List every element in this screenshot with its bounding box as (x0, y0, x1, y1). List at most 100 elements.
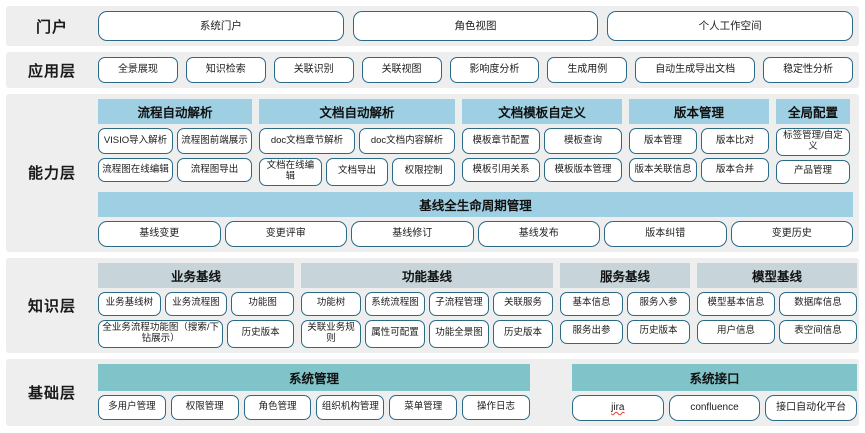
capability-group-0: 流程自动解析 VISIO导入解析 流程图前端展示 流程图在线编辑 流程图导出 (98, 99, 252, 186)
knowledge-cell-0-0-1[interactable]: 业务流程图 (164, 291, 228, 316)
capability-cell-2-0-0[interactable]: 模板章节配置 (462, 128, 540, 154)
foundation-column-1-title: 系统接口 (572, 363, 857, 391)
capability-cell-2-0-1[interactable]: 模板查询 (544, 128, 622, 154)
capability-group-2: 文档模板自定义 模板章节配置 模板查询 模板引用关系 模板版本管理 (462, 99, 622, 186)
knowledge-group-0: 业务基线 业务基线树 业务流程图 功能图 全业务流程功能图（搜索/下钻展示） 历… (98, 262, 295, 348)
knowledge-cell-2-1-0[interactable]: 服务出参 (560, 319, 623, 344)
capability-group-3: 版本管理 版本管理 版本比对 版本关联信息 版本合并 (629, 99, 769, 186)
knowledge-group-3: 模型基线 模型基本信息 数据库信息 用户信息 表空间信息 (697, 262, 857, 348)
portal-item-0[interactable]: 系统门户 (98, 11, 344, 41)
capability-cell-1-1-1[interactable]: 文档导出 (325, 158, 389, 186)
knowledge-group-1: 功能基线 功能树 系统流程图 子流程管理 关联服务 关联业务规则 属性可配置 功… (301, 262, 553, 348)
knowledge-cell-0-0-2[interactable]: 功能图 (231, 291, 295, 316)
knowledge-cell-3-0-0[interactable]: 模型基本信息 (697, 291, 775, 316)
application-item-3[interactable]: 关联视图 (361, 57, 442, 83)
knowledge-group-0-title: 业务基线 (98, 262, 294, 288)
capability-cell-3-1-1[interactable]: 版本合并 (701, 158, 769, 182)
capability-group-0-title: 流程自动解析 (98, 99, 252, 124)
knowledge-cell-1-1-2[interactable]: 功能全景图 (429, 319, 489, 348)
knowledge-cell-1-1-0[interactable]: 关联业务规则 (301, 319, 361, 348)
baseline-lifecycle-item-3[interactable]: 基线发布 (477, 220, 600, 247)
row-label-application: 应用层 (27, 62, 76, 80)
row-portal: 门户 系统门户 角色视图 个人工作空间 (6, 6, 859, 46)
knowledge-cell-1-0-0[interactable]: 功能树 (301, 291, 361, 316)
portal-items: 系统门户 角色视图 个人工作空间 (98, 11, 854, 41)
row-knowledge: 知识层 业务基线 业务基线树 业务流程图 功能图 全业务流程功能图（搜索/下钻展… (6, 257, 859, 353)
knowledge-groups: 业务基线 业务基线树 业务流程图 功能图 全业务流程功能图（搜索/下钻展示） 历… (98, 262, 857, 348)
row-label-knowledge: 知识层 (27, 297, 76, 315)
capability-group-4: 全局配置 标签管理/自定义 产品管理 (776, 99, 850, 186)
portal-item-1[interactable]: 角色视图 (352, 11, 599, 41)
baseline-lifecycle-item-5[interactable]: 变更历史 (730, 220, 853, 247)
capability-group-1-title: 文档自动解析 (259, 99, 455, 124)
knowledge-cell-3-1-0[interactable]: 用户信息 (697, 319, 775, 344)
capability-cell-1-0-1[interactable]: doc文档内容解析 (359, 128, 455, 154)
foundation-item-0-1[interactable]: 权限管理 (170, 394, 239, 420)
knowledge-cell-3-1-1[interactable]: 表空间信息 (779, 319, 857, 344)
knowledge-cell-1-0-3[interactable]: 关联服务 (493, 291, 553, 316)
capability-cell-3-0-0[interactable]: 版本管理 (629, 128, 697, 154)
knowledge-cell-0-1-1[interactable]: 历史版本 (227, 319, 294, 348)
baseline-lifecycle-items: 基线变更 变更评审 基线修订 基线发布 版本纠错 变更历史 (98, 220, 853, 247)
application-item-7[interactable]: 稳定性分析 (763, 57, 853, 83)
application-items: 全景展现 知识检索 关联识别 关联视图 影响度分析 生成用例 自动生成导出文档 … (98, 57, 853, 83)
row-label-portal: 门户 (35, 18, 68, 36)
capability-cell-4-1-0[interactable]: 产品管理 (776, 159, 850, 184)
capability-cell-0-0-1[interactable]: 流程图前端展示 (177, 128, 252, 154)
foundation-item-0-3[interactable]: 组织机构管理 (316, 394, 385, 420)
application-item-0[interactable]: 全景展现 (98, 57, 178, 83)
application-item-5[interactable]: 生成用例 (547, 57, 628, 83)
capability-group-4-title: 全局配置 (776, 99, 850, 124)
foundation-item-1-2[interactable]: 接口自动化平台 (765, 394, 858, 421)
foundation-item-1-1[interactable]: confluence (668, 394, 761, 421)
knowledge-cell-2-0-1[interactable]: 服务入参 (627, 291, 690, 316)
foundation-item-0-2[interactable]: 角色管理 (243, 394, 312, 420)
row-application: 应用层 全景展现 知识检索 关联识别 关联视图 影响度分析 生成用例 自动生成导… (6, 52, 859, 88)
knowledge-cell-1-1-3[interactable]: 历史版本 (493, 319, 553, 348)
foundation-item-0-4[interactable]: 菜单管理 (389, 394, 458, 420)
knowledge-group-3-title: 模型基线 (697, 262, 857, 288)
knowledge-cell-0-0-0[interactable]: 业务基线树 (98, 291, 161, 316)
foundation-column-0-title: 系统管理 (98, 363, 530, 391)
capability-cell-2-1-1[interactable]: 模板版本管理 (544, 158, 622, 182)
knowledge-cell-2-0-0[interactable]: 基本信息 (560, 291, 623, 316)
knowledge-cell-0-1-0[interactable]: 全业务流程功能图（搜索/下钻展示） (98, 319, 224, 348)
row-foundation: 基础层 系统管理 多用户管理 权限管理 角色管理 组织机构管理 菜单管理 操作日… (6, 358, 859, 426)
capability-cell-1-1-2[interactable]: 权限控制 (392, 158, 456, 186)
knowledge-group-2-title: 服务基线 (560, 262, 690, 288)
foundation-column-system-management: 系统管理 多用户管理 权限管理 角色管理 组织机构管理 菜单管理 操作日志 (98, 363, 530, 421)
baseline-lifecycle-item-0[interactable]: 基线变更 (98, 220, 221, 247)
capability-cell-4-0-0[interactable]: 标签管理/自定义 (776, 128, 850, 156)
capability-cell-1-0-0[interactable]: doc文档章节解析 (259, 128, 355, 154)
portal-item-2[interactable]: 个人工作空间 (607, 11, 854, 41)
capability-cell-2-1-0[interactable]: 模板引用关系 (462, 158, 540, 182)
capability-group-2-title: 文档模板自定义 (462, 99, 622, 124)
capability-cell-0-1-1[interactable]: 流程图导出 (177, 158, 252, 182)
capability-cell-0-0-0[interactable]: VISIO导入解析 (98, 128, 173, 154)
application-item-4[interactable]: 影响度分析 (449, 57, 540, 83)
knowledge-cell-1-0-1[interactable]: 系统流程图 (365, 291, 425, 316)
application-item-2[interactable]: 关联识别 (273, 57, 354, 83)
baseline-lifecycle-block: 基线全生命周期管理 基线变更 变更评审 基线修订 基线发布 版本纠错 变更历史 (98, 191, 853, 247)
capability-cell-1-1-0[interactable]: 文档在线编辑 (259, 158, 322, 186)
knowledge-cell-2-1-1[interactable]: 历史版本 (627, 319, 690, 344)
capability-cell-3-0-1[interactable]: 版本比对 (701, 128, 769, 154)
capability-cell-3-1-0[interactable]: 版本关联信息 (629, 158, 697, 182)
baseline-lifecycle-item-2[interactable]: 基线修订 (351, 220, 474, 247)
row-label-capability: 能力层 (27, 165, 76, 183)
foundation-item-0-5[interactable]: 操作日志 (462, 394, 530, 420)
application-item-6[interactable]: 自动生成导出文档 (635, 57, 756, 83)
knowledge-cell-3-0-1[interactable]: 数据库信息 (779, 291, 857, 316)
baseline-lifecycle-item-4[interactable]: 版本纠错 (604, 220, 727, 247)
knowledge-cell-1-1-1[interactable]: 属性可配置 (365, 319, 425, 348)
row-label-foundation: 基础层 (27, 384, 76, 402)
baseline-lifecycle-title: 基线全生命周期管理 (98, 191, 853, 217)
knowledge-cell-1-0-2[interactable]: 子流程管理 (429, 291, 489, 316)
foundation-item-0-0[interactable]: 多用户管理 (98, 394, 166, 420)
baseline-lifecycle-item-1[interactable]: 变更评审 (224, 220, 347, 247)
knowledge-group-2: 服务基线 基本信息 服务入参 服务出参 历史版本 (560, 262, 690, 348)
application-item-1[interactable]: 知识检索 (185, 57, 266, 83)
foundation-item-1-0[interactable]: jira (572, 394, 664, 421)
capability-cell-0-1-0[interactable]: 流程图在线编辑 (98, 158, 173, 182)
